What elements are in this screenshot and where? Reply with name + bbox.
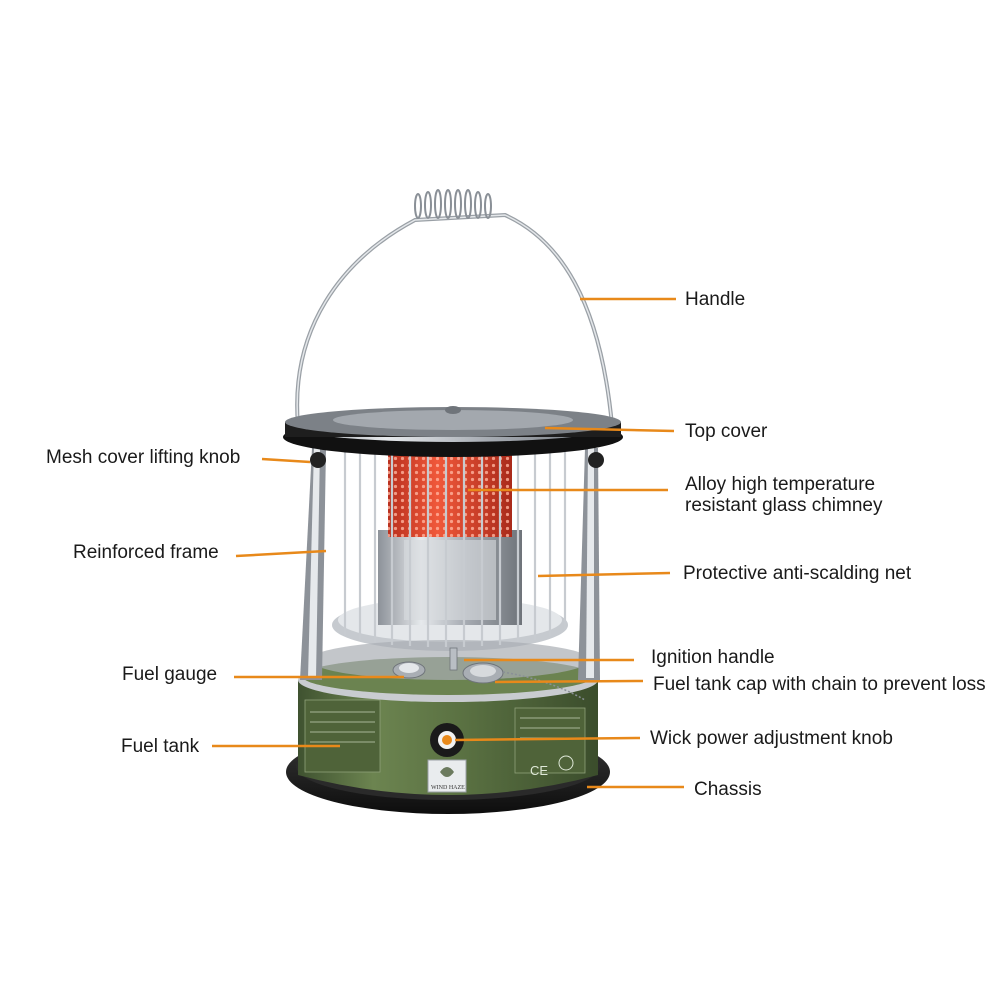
ignition-handle-part	[449, 647, 458, 671]
label-chassis: Chassis	[694, 779, 762, 800]
label-fuel-tank: Fuel tank	[121, 736, 200, 757]
fuel-cap-part	[462, 662, 586, 701]
label-chimney: Alloy high temperature resistant glass c…	[685, 474, 883, 516]
top-cover-part	[283, 406, 623, 457]
handle-part	[295, 189, 614, 426]
label-handle: Handle	[685, 289, 746, 310]
label-reinforced-frame: Reinforced frame	[73, 542, 219, 563]
label-fuel-cap: Fuel tank cap with chain to prevent loss	[653, 674, 986, 695]
fuel-gauge-part	[392, 661, 426, 679]
wick-knob-part	[430, 723, 464, 757]
label-wick-knob: Wick power adjustment knob	[650, 728, 893, 749]
brand-logo-text: WIND HAZE	[431, 785, 465, 791]
ce-mark: CE	[530, 763, 548, 778]
handle-spring	[414, 189, 492, 219]
leader-mesh-knob	[261, 457, 311, 464]
protective-net-part	[343, 445, 567, 647]
leader-top-cover	[544, 426, 675, 433]
label-mesh-knob: Mesh cover lifting knob	[46, 447, 241, 468]
label-ignition-handle: Ignition handle	[651, 647, 775, 668]
mesh-knob-part	[310, 452, 604, 468]
leader-wick	[454, 736, 641, 742]
label-top-cover: Top cover	[685, 421, 768, 442]
leader-fuel-cap	[494, 679, 644, 684]
reinforced-frame-part	[300, 448, 600, 680]
leader-frame	[235, 549, 327, 558]
leader-lines	[212, 297, 684, 789]
label-fuel-gauge: Fuel gauge	[122, 664, 218, 685]
label-anti-scald-net: Protective anti-scalding net	[683, 563, 912, 584]
chimney-part	[378, 452, 522, 625]
leader-net	[537, 571, 671, 578]
